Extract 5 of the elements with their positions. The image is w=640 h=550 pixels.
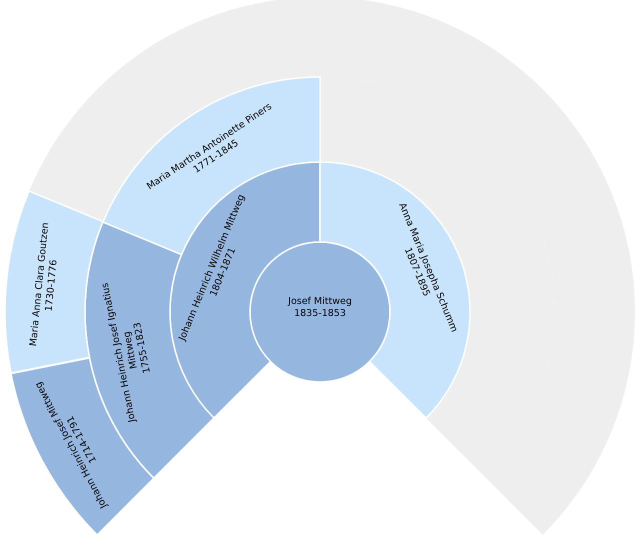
fan-segment [5,191,103,374]
life-dates: 1730-1776 [44,259,61,314]
fan-segment [250,242,390,382]
person-name: Josef Mittweg [286,296,353,308]
life-dates: 1835-1853 [293,308,347,320]
